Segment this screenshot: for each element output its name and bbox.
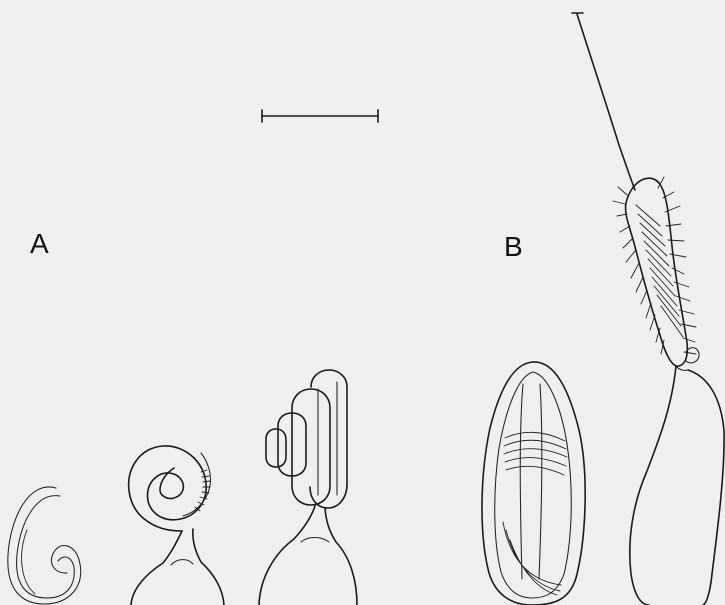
scale-bar xyxy=(262,110,378,122)
stage-3-coil-3 xyxy=(292,389,330,505)
stage-3-neck-line xyxy=(301,538,329,543)
stage-2-spiral-coil xyxy=(129,446,207,531)
stage-2-body-left-edge xyxy=(131,531,182,605)
panel-b-seed xyxy=(482,362,585,605)
basal-body-right-edge xyxy=(688,370,724,605)
seed-central-axis xyxy=(520,384,542,579)
small-lateral-bud xyxy=(686,348,699,363)
seed-upper-curved-lines xyxy=(504,432,567,475)
panel-b-label: B xyxy=(504,233,523,261)
stage-2-neck-line xyxy=(171,560,193,565)
stage-3-body-left-edge xyxy=(259,506,315,605)
seed-lower-curved-lines xyxy=(503,522,561,595)
seed-outer-outline xyxy=(482,362,585,605)
stage-2-hair-ticks xyxy=(195,470,210,511)
panel-a-label: A xyxy=(30,230,49,258)
panel-a-stage-3-coils xyxy=(259,370,357,605)
shoot-thread xyxy=(577,14,635,190)
stage-3-body-right-edge xyxy=(325,508,357,605)
stage-1-edge-line xyxy=(22,530,35,594)
basal-body-left-edge xyxy=(630,366,676,605)
stage-2-body-right-edge xyxy=(193,529,224,605)
seed-inner-outline xyxy=(495,372,572,598)
stage-1-inner-outline xyxy=(17,496,75,598)
panel-b-germinating-structure xyxy=(572,13,724,605)
panel-a-stage-1-seed xyxy=(8,487,81,604)
stage-3-coil-1 xyxy=(266,429,286,467)
stage-3-coil-4 xyxy=(310,370,347,508)
panel-a-stage-2-spiral xyxy=(129,446,224,605)
